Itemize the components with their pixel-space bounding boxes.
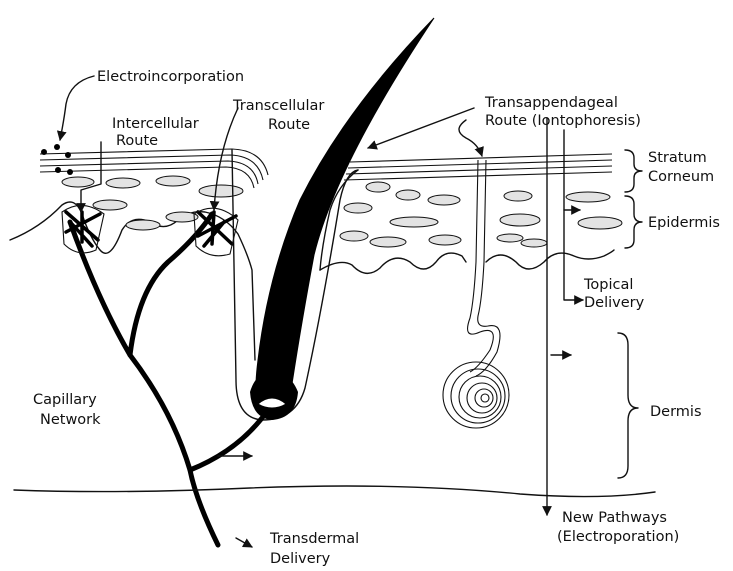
label-transappendageal: Transappendageal [484, 95, 618, 111]
label-intercellular-route: Route [116, 133, 158, 149]
transappendageal-duct-arrow [459, 120, 482, 156]
label-electroporation: (Electroporation) [557, 529, 679, 545]
label-intercellular: Intercellular [112, 116, 199, 132]
right-cell [504, 191, 532, 201]
label-new-pathways: New Pathways [562, 510, 667, 526]
right-cell [370, 237, 406, 247]
sweat-duct-left-wall [468, 160, 494, 372]
right-epidermis-boundary [320, 250, 614, 273]
stratum-brace [625, 150, 642, 192]
right-cell [428, 195, 460, 205]
label-topical-delivery: Delivery [584, 295, 645, 311]
left-cell [93, 200, 127, 210]
label-network: Network [40, 412, 101, 428]
left-cell [62, 177, 94, 187]
left-cell [126, 220, 160, 230]
right-cell [344, 203, 372, 213]
dermis-bottom-boundary [14, 486, 655, 497]
sweat-duct-right-wall [476, 160, 500, 376]
left-cell [106, 178, 140, 188]
label-transappendageal-route: Route (Iontophoresis) [485, 113, 641, 129]
epidermis-brace [625, 196, 642, 248]
sweat-gland-coil [459, 376, 501, 418]
label-stratum: Stratum [648, 150, 707, 166]
label-topical: Topical [583, 277, 633, 293]
transdermal-arrow [236, 538, 252, 547]
capillary-network [62, 205, 268, 545]
sweat-gland-coil [475, 389, 493, 407]
left-cell [156, 176, 190, 186]
label-dermis: Dermis [650, 404, 702, 420]
right-cell [521, 239, 547, 247]
label-transcellular-route: Route [268, 117, 310, 133]
label-electroincorporation: Electroincorporation [97, 69, 244, 85]
left-cell [166, 212, 198, 222]
label-epidermis: Epidermis [648, 215, 720, 231]
dermis-brace [618, 333, 638, 478]
label-transcellular: Transcellular [232, 98, 324, 114]
right-cell [340, 231, 368, 241]
right-cell [578, 217, 622, 229]
right-skin-block [320, 154, 622, 273]
left-cell [199, 185, 243, 197]
label-transdermal: Transdermal [269, 531, 359, 547]
label-capillary: Capillary [33, 392, 97, 408]
right-cell [390, 217, 438, 227]
transappendageal-hair-arrow [368, 108, 474, 148]
capillary-trunk [70, 222, 218, 545]
right-cell [566, 192, 610, 202]
right-cell [497, 234, 523, 242]
right-cell [500, 214, 540, 226]
sweat-gland-coil [481, 394, 489, 402]
right-cell [366, 182, 390, 192]
label-corneum: Corneum [648, 169, 714, 185]
label-transdermal-delivery: Delivery [270, 551, 331, 567]
right-cell [396, 190, 420, 200]
capillary-loop [66, 212, 100, 246]
electroincorporation-arrow [60, 76, 94, 140]
right-cell [429, 235, 461, 245]
